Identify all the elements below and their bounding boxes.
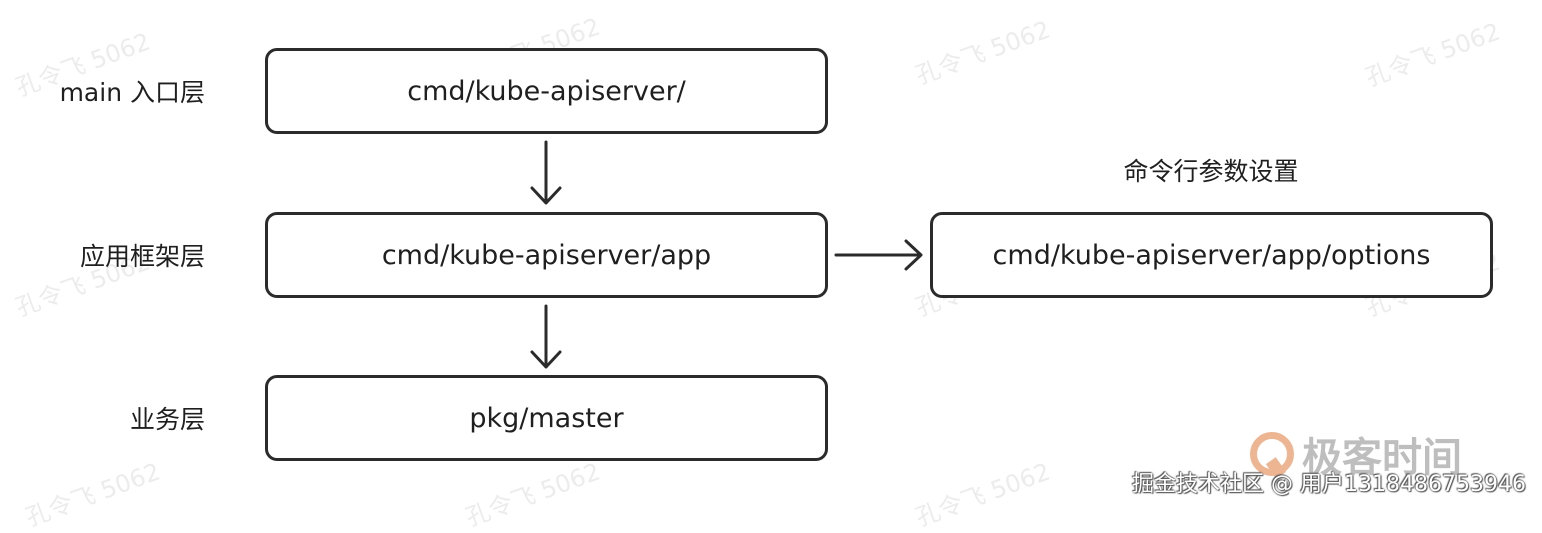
box-options-label: cmd/kube-apiserver/app/options [992,239,1431,271]
arrows-layer [530,140,923,369]
layer-label-business: 业务层 [129,405,205,434]
box-app-framework-label: cmd/kube-apiserver/app [381,239,712,271]
options-title: 命令行参数设置 [1123,157,1299,186]
layer-label-app: 应用框架层 [79,242,205,271]
brand-logo-icon [1250,432,1294,476]
arrow-main-to-app [530,140,562,205]
box-main-entry: cmd/kube-apiserver/ [265,48,828,134]
credit-watermark: 掘金技术社区 @ 用户1318486753946 [1132,472,1526,497]
brand-name: 极客时间 [1302,435,1462,481]
box-main-entry-label: cmd/kube-apiserver/ [407,75,686,107]
box-business-label: pkg/master [469,402,624,434]
layer-label-main: main 入口层 [59,78,205,107]
arrow-app-to-options [834,239,923,271]
box-options: cmd/kube-apiserver/app/options [930,212,1493,298]
box-app-framework: cmd/kube-apiserver/app [265,212,828,298]
arrow-app-to-business [530,304,562,369]
brand-watermark: 极客时间 [1250,425,1462,483]
diagram-canvas: 孔令飞 5062 孔令飞 5062 孔令飞 5062 孔令飞 5062 孔令飞 … [0,0,1542,510]
box-business: pkg/master [265,375,828,461]
